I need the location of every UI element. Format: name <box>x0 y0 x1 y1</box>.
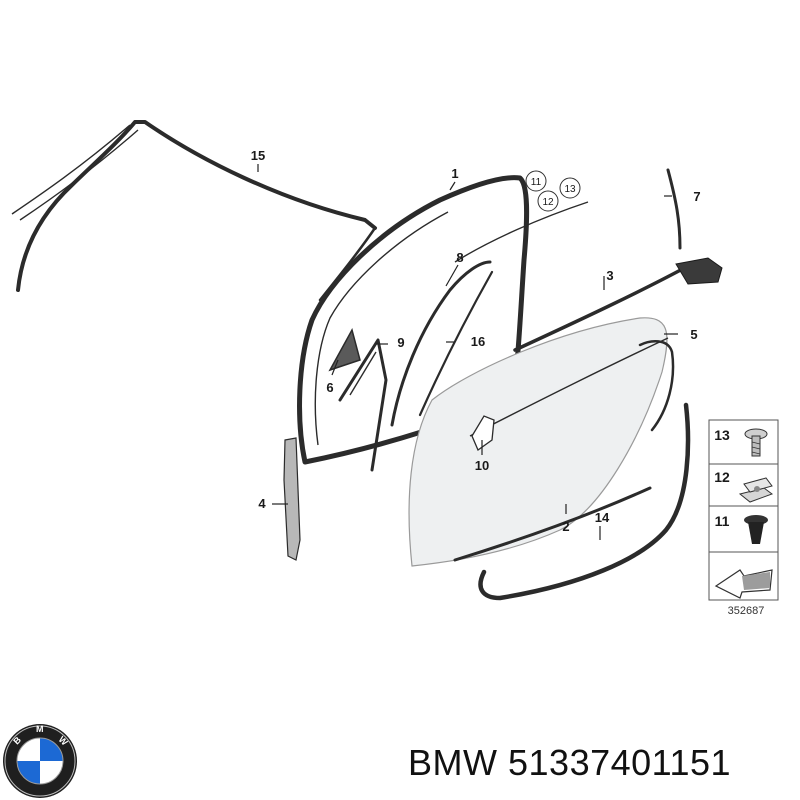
kit-number-11: 11 <box>715 513 730 529</box>
circle-12 <box>537 190 559 212</box>
part-5-outer-seal <box>638 340 675 432</box>
part-6-mirror-trim <box>328 328 361 372</box>
circle-13 <box>559 177 581 199</box>
callout-5: 5 <box>690 327 697 342</box>
callout-10: 10 <box>475 458 489 473</box>
footer-brand: BMW <box>408 742 498 783</box>
part-10-bracket <box>471 415 495 451</box>
callout-14: 14 <box>595 510 610 525</box>
bmw-roundel-logo: B M W <box>3 724 77 798</box>
kit-arrow-icon <box>714 569 773 599</box>
callout-7: 7 <box>693 189 700 204</box>
circled-callout-12: 12 <box>542 197 554 208</box>
callout-9: 9 <box>397 335 404 350</box>
part-3-belt-seal <box>513 257 723 352</box>
callout-4: 4 <box>258 496 266 511</box>
expanding-rivet-icon <box>744 515 768 544</box>
clip-nut-icon <box>738 477 774 503</box>
part-2-lower-seal <box>453 486 652 562</box>
callout-1: 1 <box>451 166 458 181</box>
callout-15: 15 <box>251 148 265 163</box>
kit-number-13: 13 <box>714 427 730 443</box>
callout-labels: 15 1 8 16 9 6 10 4 3 5 7 2 14 <box>251 148 701 534</box>
callout-2: 2 <box>562 519 569 534</box>
callout-3: 3 <box>606 268 613 283</box>
footer-part-number: 51337401151 <box>508 742 732 783</box>
circled-callout-13: 13 <box>564 184 576 195</box>
callout-16: 16 <box>471 334 485 349</box>
diagram-ref-number: 352687 <box>728 605 765 617</box>
part-9-mirror-seal <box>338 338 388 472</box>
circle-11 <box>525 170 547 192</box>
part-8-window-channel <box>390 260 492 427</box>
leader-lines <box>257 164 678 540</box>
part-4-pillar-trim <box>283 437 301 561</box>
part-16-window-guide <box>418 270 494 417</box>
screw-icon <box>744 428 768 457</box>
callout-6: 6 <box>326 380 333 395</box>
circled-callouts: 11 13 12 <box>525 170 581 212</box>
part-14-sill-seal <box>478 402 691 601</box>
part-7-strip <box>666 168 682 250</box>
kit-number-12: 12 <box>714 469 730 485</box>
callout-8: 8 <box>456 250 463 265</box>
footer-part-label: BMW 51337401151 <box>408 742 731 784</box>
svg-text:M: M <box>36 724 44 734</box>
part-12-trim-strip <box>454 201 589 263</box>
part-15-roof-seal <box>11 120 377 302</box>
circled-callout-11: 11 <box>531 177 542 188</box>
fastener-kit-table: 13 12 11 352687 <box>708 419 779 617</box>
door-panel <box>408 317 669 567</box>
